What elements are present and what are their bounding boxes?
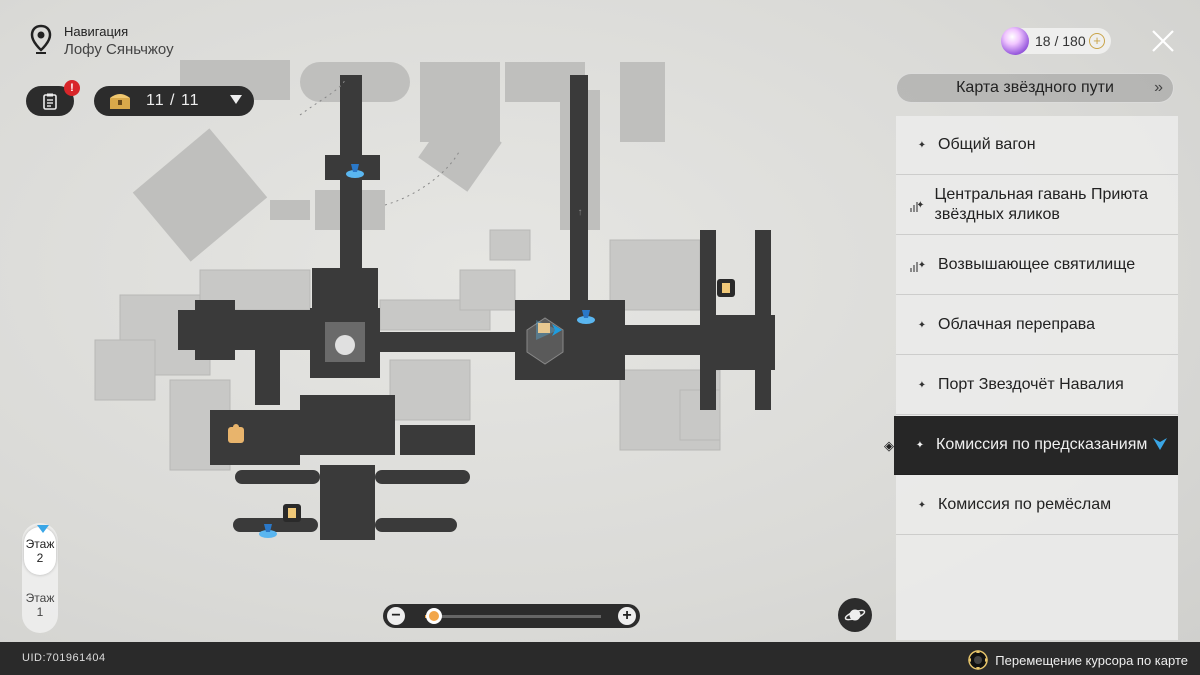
star-bullet-icon: ✦ [917,379,927,391]
treasure-chest-icon [110,94,130,109]
star-bullet-icon: ✦ [915,439,925,451]
navigation-title: Навигация [64,24,129,39]
control-hint-text: Перемещение курсора по карте [995,652,1188,668]
zoom-slider-handle[interactable] [425,608,442,624]
map-upper-structures [132,60,665,262]
location-label: Облачная переправа [938,316,1095,333]
mission-alert-badge: ! [64,80,80,96]
floor-label: Этаж [25,591,55,605]
signal-bars-icon [910,202,918,212]
floor-selector: Этаж 2 Этаж 1 [22,523,58,633]
zoom-out-button[interactable]: − [387,607,405,625]
chevron-down-icon [230,95,242,104]
trailblaze-power[interactable]: 18 / 180 + [1001,27,1111,55]
footer-bar: UID:701961404 Перемещение курсора по кар… [0,642,1200,675]
location-label: Общий вагон [938,136,1036,153]
current-location-marker-icon [1153,438,1167,450]
location-pin-icon [30,24,52,54]
star-bullet-icon: ✦ [917,499,927,511]
floor-number: 2 [36,551,44,565]
control-hint: Перемещение курсора по карте [967,649,1188,671]
treasure-chest-counter[interactable]: 11 / 11 [94,86,254,116]
space-anchor-icon[interactable] [346,164,364,178]
location-item-central-starskiff-haven[interactable]: ✦ Центральная гавань Приюта звёздных яли… [896,176,1178,235]
planet-view-button[interactable] [838,598,872,632]
star-rail-map-label: Карта звёздного пути [956,79,1114,96]
map-path [299,79,346,116]
clipboard-icon [43,93,57,110]
star-bullet-icon: ✦ [917,319,927,331]
star-bullet-icon: ✦ [917,139,927,151]
chest-count: 11 / 11 [146,92,200,109]
signal-bars-icon [910,262,918,272]
puzzle-marker-icon[interactable] [228,424,244,443]
floor-2-button[interactable]: Этаж 2 [24,525,56,575]
location-item-exalting-sanctum[interactable]: ✦ Возвышающее святилище [896,236,1178,295]
double-chevron-right-icon: » [1154,79,1163,96]
space-anchor-icon[interactable] [577,310,595,324]
zoom-in-button[interactable]: + [618,607,636,625]
trailblaze-power-icon [1001,27,1029,55]
star-bullet-icon: ✦ [917,259,927,271]
location-list: ✦ Общий вагон ✦ Центральная гавань Приют… [884,116,1178,640]
planet-icon [844,609,866,621]
shop-marker-icon[interactable] [717,279,735,297]
location-label: Комиссия по предсказаниям [936,436,1148,453]
plaza-fountain [335,335,355,355]
location-item-parlor-car[interactable]: ✦ Общий вагон [896,116,1178,175]
trailblaze-power-value: 18 / 180 [1035,33,1086,49]
add-power-button[interactable]: + [1089,33,1105,49]
location-label: Центральная гавань Приюта звёздных ялико… [934,186,1148,223]
location-label: Комиссия по ремёслам [938,496,1112,513]
close-icon[interactable] [1150,28,1176,54]
location-item-stargazer-navalia[interactable]: ✦ Порт Звездочёт Навалия [896,356,1178,415]
star-bullet-icon: ✦ [916,199,925,211]
location-label: Возвышающее святилище [938,256,1136,273]
current-world-name: Лофу Сяньчжоу [64,41,174,58]
divination-platform [526,317,564,365]
zoom-control: − + [383,604,640,628]
location-item-artisanship-commission[interactable]: ✦ Комиссия по ремёслам [896,476,1178,535]
location-label: Порт Звездочёт Навалия [938,376,1124,393]
location-item-cloudford[interactable]: ✦ Облачная переправа [896,296,1178,355]
map-walkable-areas [178,75,775,540]
current-floor-indicator-icon [37,525,49,533]
floor-number: 1 [36,605,44,619]
floor-1-button[interactable]: Этаж 1 [24,581,56,629]
player-uid: UID:701961404 [22,652,106,664]
map-canvas[interactable]: ↑ [0,0,880,640]
direction-arrow-icon: ↑ [578,207,583,218]
zoom-slider[interactable] [425,615,601,618]
star-rail-map-button[interactable]: Карта звёздного пути » [896,73,1174,103]
quest-marker-icon[interactable] [538,323,550,333]
navigation-header: Навигация Лофу Сяньчжоу [30,24,174,60]
shop-marker-icon[interactable] [283,504,301,522]
floor-label: Этаж [25,537,55,551]
space-anchor-icon[interactable] [259,524,277,538]
location-item-divination-commission[interactable]: ◈ ✦ Комиссия по предсказаниям [884,416,1178,475]
selection-arrow-icon: ◈ [884,438,894,453]
joystick-icon [968,650,989,670]
